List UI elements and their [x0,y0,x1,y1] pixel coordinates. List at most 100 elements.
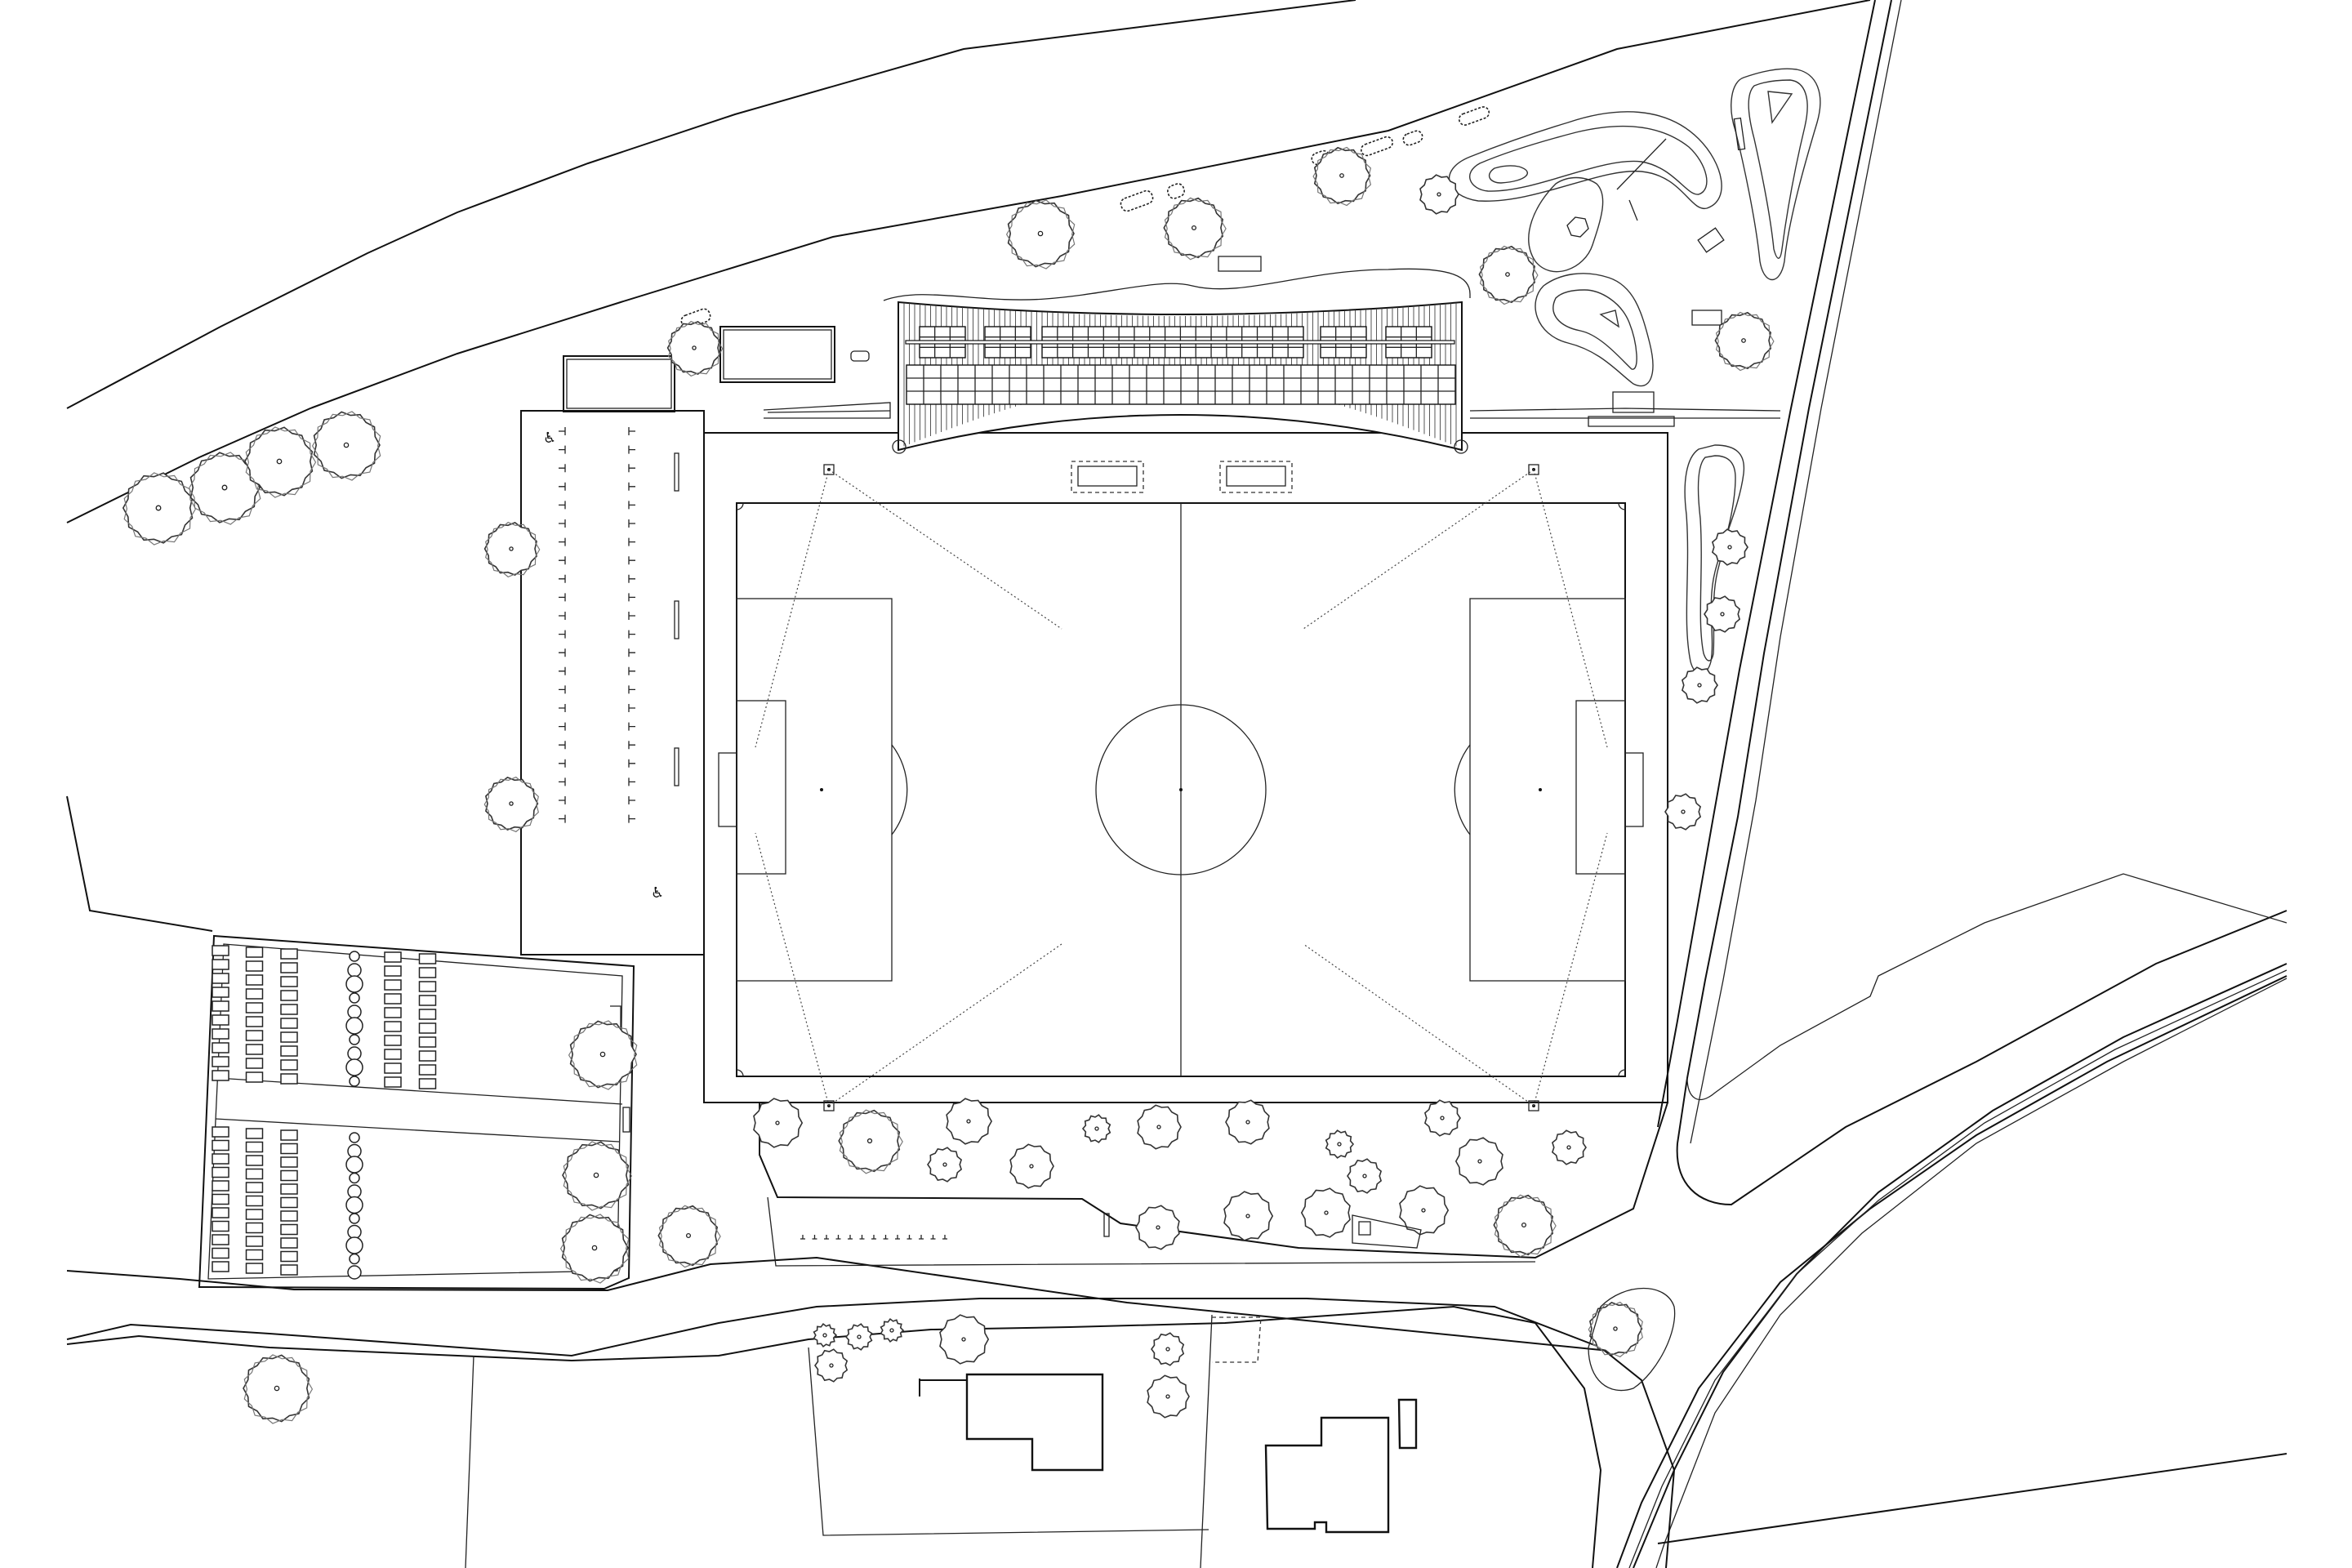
garden-bed [245,1058,264,1069]
hedge-shrub [1402,130,1423,146]
tree-icon [1151,1332,1185,1366]
bike-rack [674,747,679,786]
garden-bed [212,1234,229,1245]
parking-stall-marker [559,796,566,804]
garden-bed [212,1247,229,1259]
garden-bed [245,1168,264,1180]
garden-bed [384,1021,402,1032]
garden-bed [280,1059,298,1071]
tree-icon [1223,1191,1274,1241]
shrub-circle [349,951,360,962]
garden-bed [280,1156,298,1168]
tree-trunk [1245,1214,1250,1218]
garden-bed [384,951,402,963]
floodlight-beam [755,469,830,748]
tree-trunk [509,546,514,551]
tree-trunk [1440,1116,1445,1120]
garden-bed [245,1209,264,1220]
shrub-circle [349,992,360,1004]
parking-stall-marker [559,685,566,694]
shrub-circle [349,1253,360,1265]
roads-and-boundaries [66,0,2287,1568]
bike-stand [859,1235,865,1240]
garden-bed [384,1062,402,1074]
shrub-circle [347,1224,362,1240]
bike-stand [812,1235,817,1240]
tree-trunk [1156,1125,1161,1129]
garden-bed [384,993,402,1004]
column-base [892,439,906,454]
bike-rack [674,452,679,492]
goal-left [718,752,737,827]
garden-bed [212,987,229,998]
center-circle [1095,704,1267,875]
tree-trunk [1156,1225,1160,1230]
garden-bed [212,1207,229,1218]
garden-bed [418,1078,437,1089]
parking-stall-marker [559,537,566,546]
shrub-circle [349,1076,360,1087]
garden-bed [245,1195,264,1207]
garden-bed [245,947,264,958]
tree-trunk [961,1337,966,1342]
tree-icon [1399,1185,1450,1236]
tree-trunk [599,1051,606,1058]
tree-icon [1493,1194,1557,1258]
traffic-island [1588,1287,1676,1392]
ramp [763,402,891,419]
parking-stall-marker [559,759,566,768]
tree-trunk [1245,1120,1250,1125]
neighbouring-houses [919,1373,1418,1534]
tree-trunk [155,505,162,511]
tree-trunk [1505,272,1510,277]
garden-bed [212,1139,229,1152]
tree-trunk [775,1120,780,1125]
tree-icon [1664,793,1702,831]
tree-icon [1137,1104,1182,1150]
bike-rack [674,600,679,639]
parking-stall-marker [628,593,635,602]
garden-bed [280,1143,298,1155]
garden-bed [280,1196,298,1209]
tree-trunk [1165,1347,1170,1352]
parking-stall-marker [628,759,635,768]
garden-bed [212,1042,229,1054]
garden-bed [280,1031,298,1043]
parking-stall-marker [628,427,635,435]
tree-icon [939,1314,990,1365]
tree-trunk [1697,683,1702,688]
tree-icon [243,426,317,498]
shrub-circle [345,1236,363,1254]
parking-stall-marker [628,814,635,823]
tree-trunk [866,1138,873,1144]
garden-bed [212,945,229,956]
garden-bed [245,1128,264,1139]
garden-bed [280,1169,298,1182]
tree-trunk [1191,225,1197,231]
parking-stall-marker [559,556,566,565]
parking-stall-marker [628,501,635,510]
shrub-circle [347,1265,362,1280]
tree-trunk [1437,192,1441,197]
column-base [1454,439,1468,454]
tree-trunk [1613,1326,1618,1331]
hedge-shrub [1167,183,1185,199]
south-structures [800,1213,1422,1249]
garden-bed [384,1007,402,1018]
parking-stall-marker [559,501,566,510]
tree-trunk [1727,545,1732,550]
garden-bed [280,1073,298,1085]
shrub-circle [345,1156,363,1174]
garden-bed [212,1056,229,1067]
garden-bed [418,1064,437,1076]
shrub-circle [347,1004,362,1019]
shrub-circle [345,975,363,993]
garden-bed [212,973,229,984]
tree-trunk [889,1328,894,1333]
parking-stall-marker [628,519,635,528]
floodlight-mast-icon [1528,1100,1539,1111]
garden-bed [245,1030,264,1041]
tree-icon [813,1322,838,1348]
parking-stall-marker [628,704,635,712]
garden-bed [245,1002,264,1013]
